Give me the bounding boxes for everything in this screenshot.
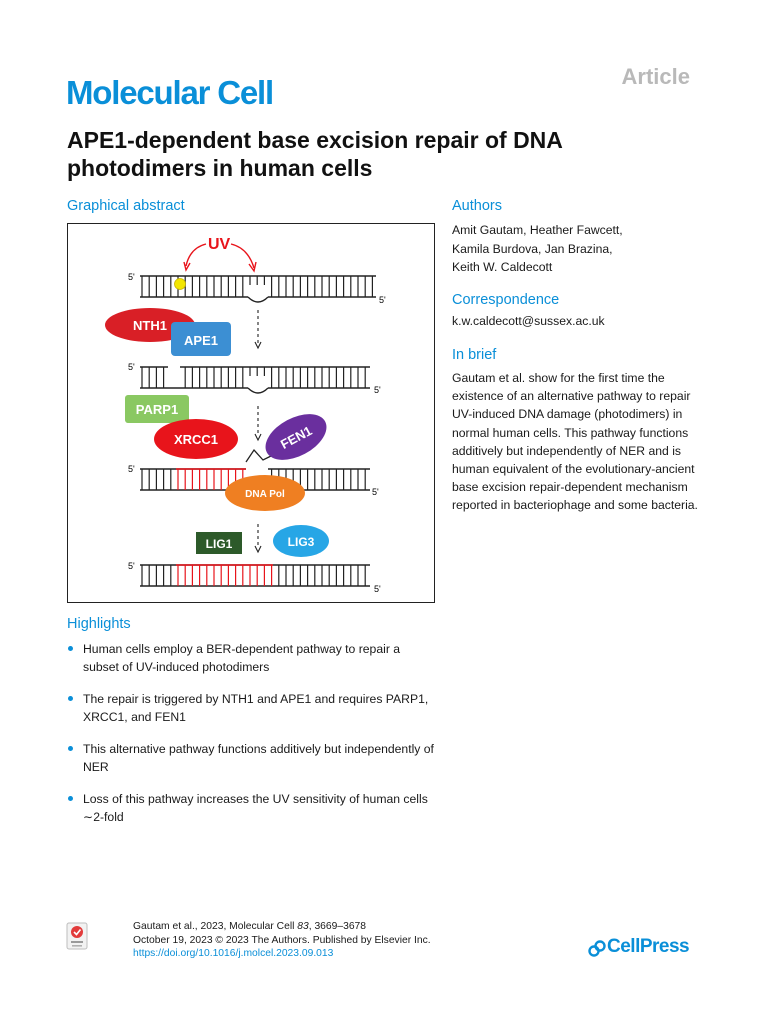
author-line: Keith W. Caldecott (452, 260, 553, 274)
lig3-protein (273, 525, 329, 557)
parp1-protein (125, 395, 189, 423)
nth1-label: NTH1 (133, 318, 167, 333)
dna-pol-label: DNA Pol (245, 489, 285, 500)
bullet-icon (68, 696, 73, 701)
article-title: APE1-dependent base excision repair of D… (67, 127, 563, 181)
five-prime-label: 5' (379, 295, 386, 305)
article-type-label: Article (621, 64, 690, 89)
xrcc1-label: XRCC1 (174, 432, 218, 447)
uv-label: UV (208, 236, 231, 253)
correspondence-email[interactable]: k.w.caldecott@sussex.ac.uk (452, 314, 605, 328)
uv-arrow-right (230, 243, 255, 269)
bullet-icon (68, 646, 73, 651)
photodimer-lesion-icon (174, 278, 186, 290)
dna-pol-protein (225, 475, 305, 511)
xrcc1-protein (154, 419, 238, 459)
five-prime-label: 5' (128, 464, 135, 474)
uv-arrow-left (185, 243, 207, 267)
highlight-item: Loss of this pathway increases the UV se… (67, 790, 437, 826)
correspondence-heading: Correspondence (452, 292, 560, 308)
step-arrowhead (254, 341, 262, 350)
author-list: Amit Gautam, Heather Fawcett, Kamila Bur… (452, 221, 712, 277)
authors-heading: Authors (452, 198, 502, 214)
abasic-site-notch (247, 296, 269, 303)
journal-name: Molecular Cell (66, 74, 274, 111)
doi-link[interactable]: https://doi.org/10.1016/j.molcel.2023.09… (133, 948, 334, 959)
volume-number: 83 (297, 921, 309, 932)
in-brief-text: Gautam et al. show for the first time th… (452, 371, 698, 513)
uv-arrowhead-left (183, 261, 191, 272)
in-brief-heading: In brief (452, 347, 497, 363)
publisher-name: CellPress (607, 936, 690, 957)
graphical-abstract-figure: UV 5' 5' 5' 5' 5' 5' 5' 5' NTH1 (67, 223, 435, 603)
ape1-protein (171, 322, 231, 356)
citation-footer: Gautam et al., 2023, Molecular Cell 83, … (133, 920, 431, 961)
highlights-heading: Highlights (67, 616, 131, 632)
uv-arrowhead-right (248, 261, 257, 273)
graphical-abstract-heading: Graphical abstract (67, 198, 185, 214)
flap-strand (245, 448, 272, 463)
bullet-icon (68, 746, 73, 751)
author-line: Amit Gautam, Heather Fawcett, (452, 223, 623, 237)
citation-line: Gautam et al., 2023, Molecular Cell 83, … (133, 921, 366, 932)
lig1-label: LIG1 (206, 537, 233, 551)
bullet-icon (68, 796, 73, 801)
lig1-protein (196, 532, 242, 554)
author-line: Kamila Burdova, Jan Brazina, (452, 241, 613, 256)
highlight-item: This alternative pathway functions addit… (67, 740, 437, 776)
pathway-diagram: UV 5' 5' 5' 5' 5' 5' 5' 5' NTH1 (105, 236, 386, 594)
five-prime-label: 5' (128, 272, 135, 282)
five-prime-label: 5' (372, 487, 379, 497)
step-arrowhead (254, 433, 262, 442)
highlight-item: Human cells employ a BER-dependent pathw… (67, 640, 437, 676)
copyright-line: October 19, 2023 © 2023 The Authors. Pub… (133, 934, 431, 946)
lig3-label: LIG3 (288, 535, 315, 549)
highlight-item: The repair is triggered by NTH1 and APE1… (67, 690, 437, 726)
ape1-label: APE1 (184, 333, 218, 348)
five-prime-label: 5' (128, 362, 135, 372)
check-for-updates-icon[interactable] (66, 922, 88, 950)
parp1-label: PARP1 (136, 402, 178, 417)
five-prime-label: 5' (374, 385, 381, 395)
highlights-list: Human cells employ a BER-dependent pathw… (67, 640, 437, 840)
five-prime-label: 5' (374, 584, 381, 594)
abasic-site-notch (247, 387, 269, 394)
fen1-protein (265, 414, 327, 460)
five-prime-label: 5' (128, 561, 135, 571)
step-arrowhead (254, 545, 262, 554)
cellpress-logo-icon (588, 940, 606, 957)
